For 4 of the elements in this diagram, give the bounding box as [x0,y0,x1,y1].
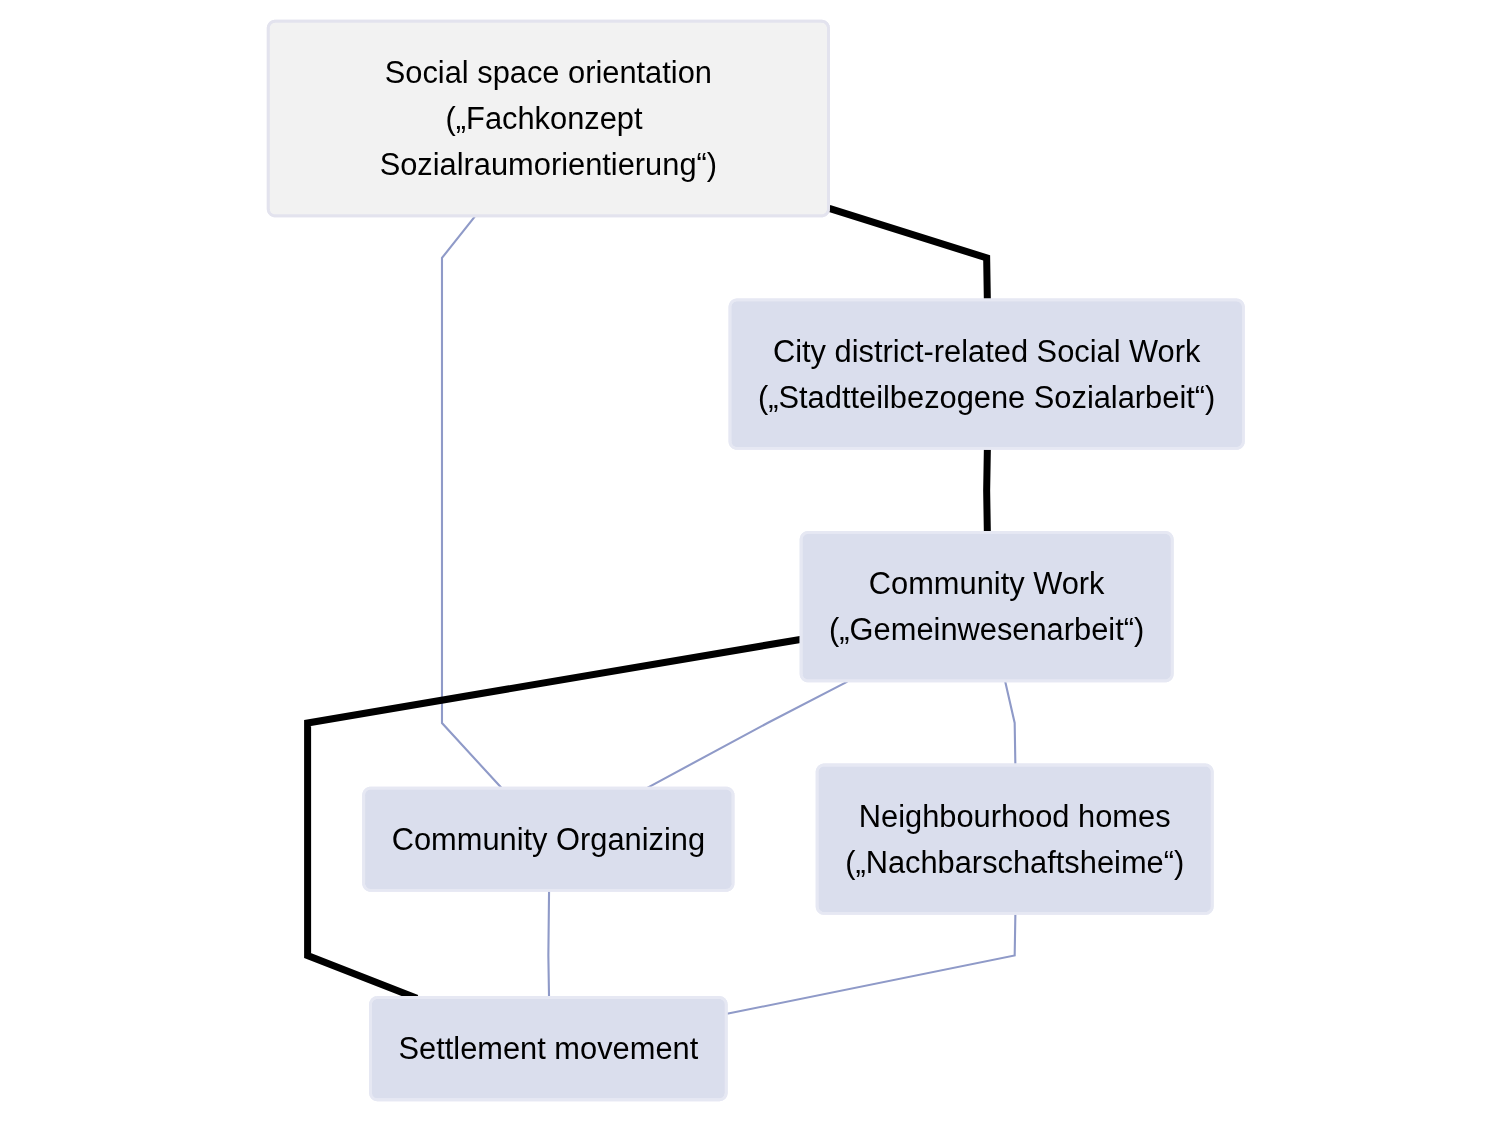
connector [726,914,1017,1015]
connector [1003,681,1017,766]
connector [827,205,991,301]
connector [982,449,991,534]
